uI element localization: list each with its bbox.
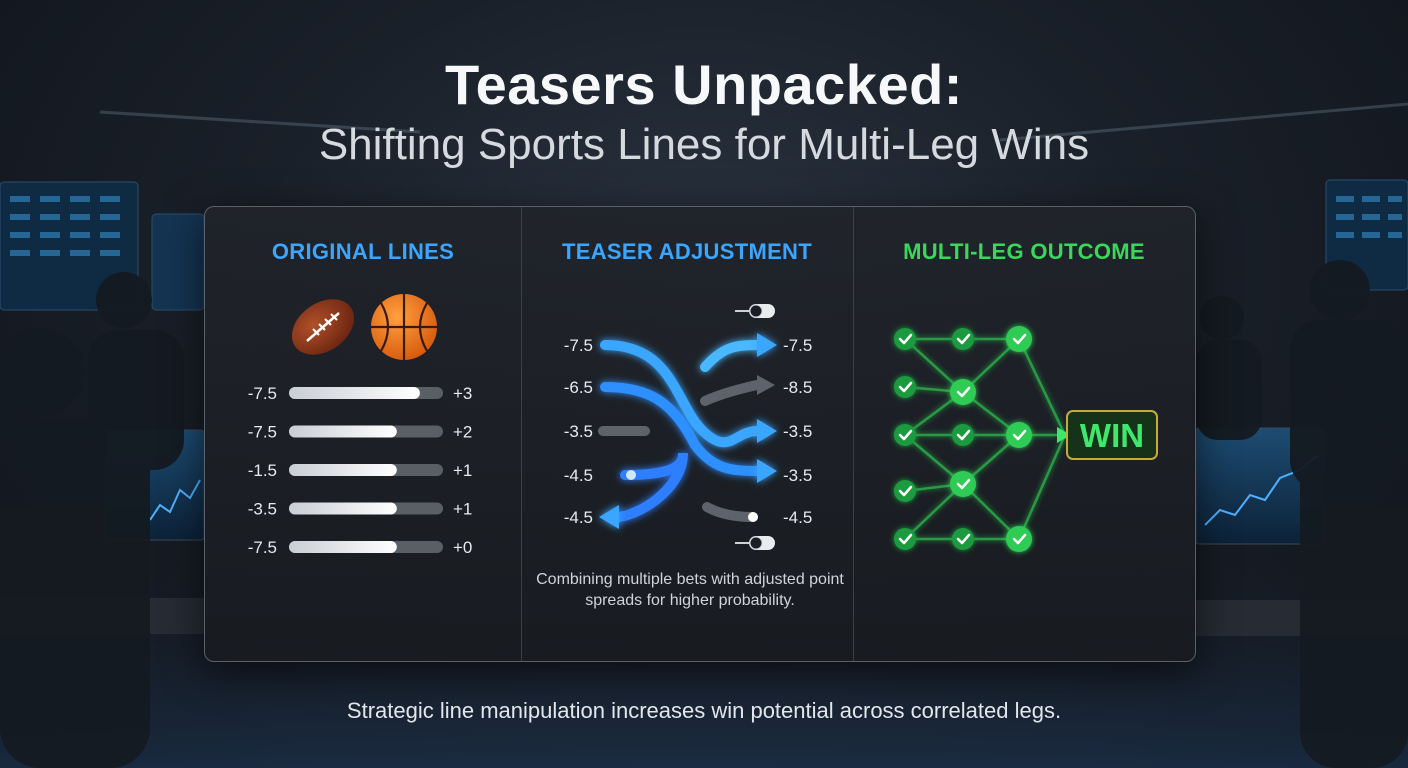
- check-node-icon: [950, 471, 976, 497]
- original-line-right: +2: [453, 423, 472, 442]
- original-line-left: -1.5: [248, 461, 277, 480]
- check-node-icon: [894, 480, 916, 502]
- original-line-left: -7.5: [248, 423, 277, 442]
- panel-graphics: -7.5 +3 -7.5 +2 -1.5 +1 -3.5 +1 -7.5 +0: [248, 294, 1158, 557]
- check-node-icon: [952, 328, 974, 350]
- original-lines-list: -7.5 +3 -7.5 +2 -1.5 +1 -3.5 +1 -7.5 +0: [248, 384, 473, 557]
- teaser-right-value: -3.5: [783, 422, 812, 441]
- teaser-right-value: -7.5: [783, 336, 812, 355]
- original-line-row: -7.5 +3: [248, 384, 473, 403]
- column-divider-1: [521, 207, 522, 661]
- check-node-icon: [1006, 422, 1032, 448]
- teaser-description: Combining multiple bets with adjusted po…: [536, 571, 844, 609]
- original-line-right: +1: [453, 500, 472, 519]
- teaser-right-value: -4.5: [783, 508, 812, 527]
- teaser-left-value: -4.5: [564, 466, 593, 485]
- teaser-left-value: -3.5: [564, 422, 593, 441]
- check-node-icon: [894, 328, 916, 350]
- original-line-left: -3.5: [248, 500, 277, 519]
- check-node-icon: [894, 424, 916, 446]
- original-line-fill: [289, 425, 397, 438]
- original-line-row: -7.5 +2: [248, 423, 473, 442]
- page-subtitle: Shifting Sports Lines for Multi-Leg Wins: [318, 120, 1090, 169]
- column-divider-2: [853, 207, 854, 661]
- page-title: Teasers Unpacked:: [445, 53, 963, 116]
- teaser-left-value: -6.5: [564, 378, 593, 397]
- original-lines-heading: ORIGINAL LINES: [271, 239, 455, 264]
- basketball-icon: [371, 294, 437, 360]
- original-line-right: +1: [453, 461, 472, 480]
- win-result-badge: WIN: [1066, 410, 1158, 460]
- check-node-icon: [952, 528, 974, 550]
- original-line-fill: [289, 464, 397, 476]
- original-line-fill: [289, 502, 397, 515]
- american-football-icon: [291, 299, 355, 355]
- check-node-icon: [1006, 326, 1032, 352]
- original-line-row: -3.5 +1: [248, 500, 473, 519]
- original-line-left: -7.5: [248, 384, 277, 403]
- teaser-right-values: -7.5 -8.5 -3.5 -3.5 -4.5: [783, 336, 812, 527]
- original-line-right: +0: [453, 538, 472, 557]
- check-node-icon: [894, 528, 916, 550]
- original-line-left: -7.5: [248, 538, 277, 557]
- teaser-adjustment-heading: TEASER ADJUSTMENT: [562, 239, 812, 264]
- original-line-fill: [289, 387, 420, 399]
- teaser-left-value: -7.5: [564, 336, 593, 355]
- multi-leg-outcome-heading: MULTI-LEG OUTCOME: [903, 239, 1145, 264]
- win-label: WIN: [1080, 417, 1144, 454]
- teaser-left-values: -7.5 -6.5 -3.5 -4.5 -4.5: [564, 336, 593, 527]
- original-line-fill: [289, 541, 397, 553]
- infographic-panel: ORIGINAL LINES TEASER ADJUSTMENT MULTI-L…: [204, 206, 1196, 662]
- bottom-toggle-icon: [735, 536, 775, 550]
- teaser-right-value: -8.5: [783, 378, 812, 397]
- footer-caption: Strategic line manipulation increases wi…: [346, 698, 1062, 723]
- original-line-row: -7.5 +0: [248, 538, 473, 557]
- check-node-icon: [950, 379, 976, 405]
- teaser-right-value: -3.5: [783, 466, 812, 485]
- teaser-flow: [598, 304, 777, 550]
- top-toggle-icon: [735, 304, 775, 318]
- teaser-left-value: -4.5: [564, 508, 593, 527]
- check-node-icon: [894, 376, 916, 398]
- check-node-icon: [1006, 526, 1032, 552]
- outcome-network: [894, 326, 1071, 552]
- check-node-icon: [952, 424, 974, 446]
- original-line-row: -1.5 +1: [248, 461, 473, 480]
- original-line-right: +3: [453, 384, 472, 403]
